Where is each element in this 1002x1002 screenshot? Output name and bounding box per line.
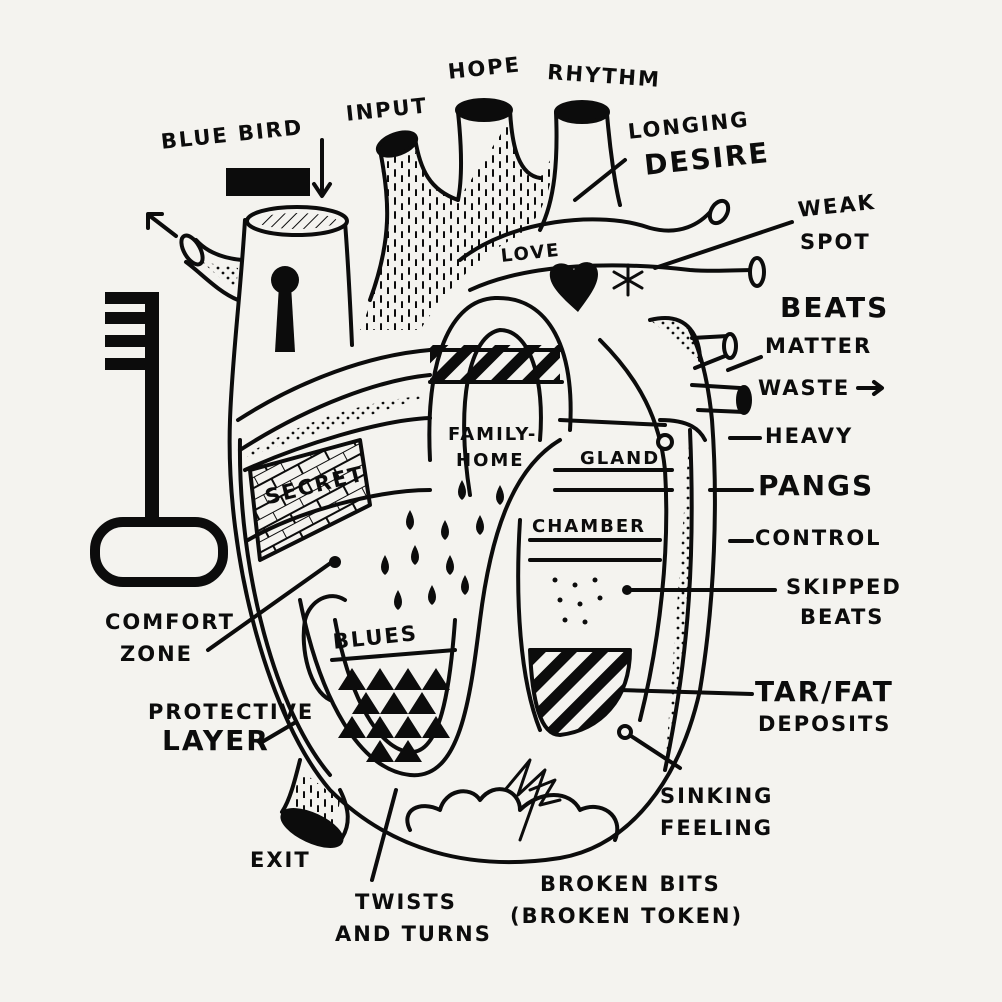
label-spot: SPOT	[800, 230, 871, 254]
label-sinking: SINKING	[660, 784, 774, 808]
label-waste: WASTE	[758, 376, 851, 400]
label-skipped: SKIPPED	[786, 575, 902, 599]
label-comfort: COMFORT	[105, 610, 235, 634]
label-skipped-beats: BEATS	[800, 605, 885, 629]
label-control: CONTROL	[755, 526, 882, 550]
label-feeling: FEELING	[660, 816, 774, 840]
label-gland: GLAND	[580, 448, 661, 469]
label-family: FAMILY-	[448, 424, 538, 445]
label-matter: MATTER	[765, 334, 873, 358]
label-broken-bits: BROKEN BITS	[540, 872, 721, 896]
label-layer: LAYER	[162, 724, 270, 757]
label-beats: BEATS	[780, 291, 890, 324]
label-twists: TWISTS	[355, 890, 457, 914]
label-exit: EXIT	[250, 848, 311, 872]
label-chamber: CHAMBER	[532, 516, 646, 537]
label-and-turns: AND TURNS	[335, 922, 492, 946]
label-pangs: PANGS	[758, 469, 875, 502]
label-broken-token: (BROKEN TOKEN)	[510, 904, 744, 928]
label-deposits: DEPOSITS	[758, 712, 892, 736]
label-home: HOME	[456, 450, 525, 471]
label-zone: ZONE	[120, 642, 193, 666]
label-protective: PROTECTIVE	[148, 700, 315, 724]
label-tar-fat: TAR/FAT	[755, 675, 894, 708]
label-heavy: HEAVY	[765, 424, 854, 448]
